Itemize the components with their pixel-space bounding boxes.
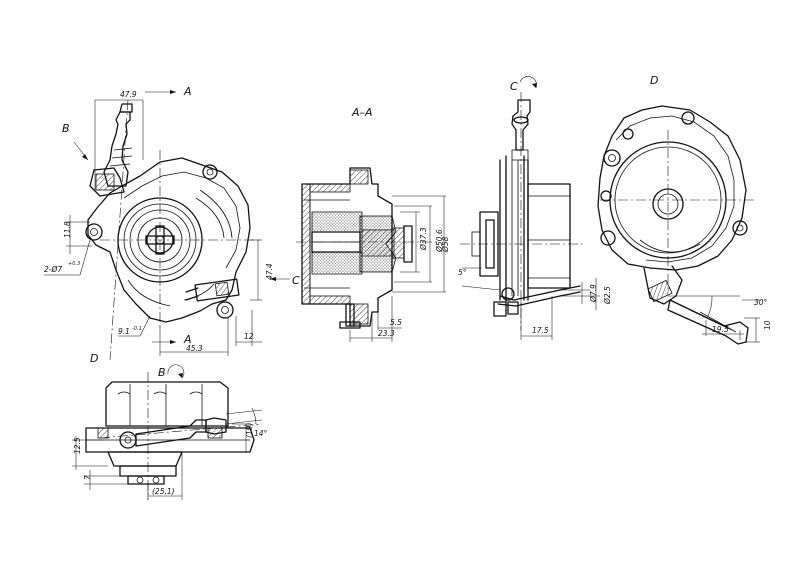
pump-body-bottom (105, 381, 229, 427)
dim-phi-7-9: Ø7.9 (589, 284, 598, 303)
dim-holes-tol: +0.3 (68, 261, 80, 267)
dim-47-4: 47.4 (265, 263, 274, 280)
view-c-title: C (510, 80, 518, 93)
dim-45-3: 45.3 (186, 344, 203, 353)
front-view: 47.9 A B 11.8 2-Ø7 +0.3 47.4 C 9.1 -0.1 … (44, 85, 300, 361)
dim-phi-37-3: Ø37.3 (419, 227, 428, 251)
dim-11-8: 11.8 (63, 221, 72, 238)
cut-label-a-bottom: A (183, 333, 192, 346)
dim-19-5: 19.5 (712, 325, 729, 334)
cut-label-a-top: A (183, 85, 192, 98)
dim-47-9: 47.9 (120, 90, 137, 99)
pump-body-rear (597, 105, 747, 271)
dim-9-1: 9.1 (118, 327, 130, 336)
dim-5-5: 5.5 (390, 318, 402, 327)
bottom-view: D B 14° (19) (72, 352, 268, 500)
dim-12-5: 12.5 (73, 437, 82, 454)
dim-phi-2-5: Ø2.5 (603, 286, 612, 305)
front-housing-outline (87, 157, 251, 323)
section-title: A–A (351, 106, 373, 119)
mount-hole-right (221, 306, 229, 314)
dim-30deg: 30° (754, 298, 768, 307)
dim-holes: 2-Ø7 (44, 265, 62, 274)
outlet-nipple-rear (667, 299, 749, 345)
dim-phi-50-6: Ø50.6 (435, 229, 444, 253)
dim-12: 12 (244, 332, 254, 341)
dim-5deg: 5° (458, 268, 467, 277)
bottom-view-title: D (90, 352, 98, 365)
dim-23-3: 23.3 (378, 329, 395, 338)
dim-10: 10 (763, 320, 772, 330)
view-c: C 5° 17.5 (458, 76, 612, 340)
dim-19: (19) (245, 423, 254, 438)
dim-9-1-tol: -0.1 (132, 326, 142, 332)
hose-nipple-front (103, 111, 131, 187)
view-d: D 30° 19.5 1 (597, 74, 772, 345)
dim-phi-58: Ø58 (441, 236, 450, 253)
arrow-label-c: C (292, 274, 300, 287)
dim-7: 7 (83, 475, 92, 480)
section-a-a: A–A Ø37.3 Ø50.6 (296, 106, 450, 342)
pump-body-side (527, 183, 571, 289)
view-d-title: D (650, 74, 658, 87)
arrow-label-b2: B (158, 366, 166, 379)
dim-25-1: (25.1) (152, 487, 175, 496)
mount-hole-left (90, 228, 98, 236)
dim-17-5: 17.5 (532, 326, 549, 335)
arrow-label-b: B (62, 122, 70, 135)
dim-14deg: 14° (254, 429, 268, 438)
